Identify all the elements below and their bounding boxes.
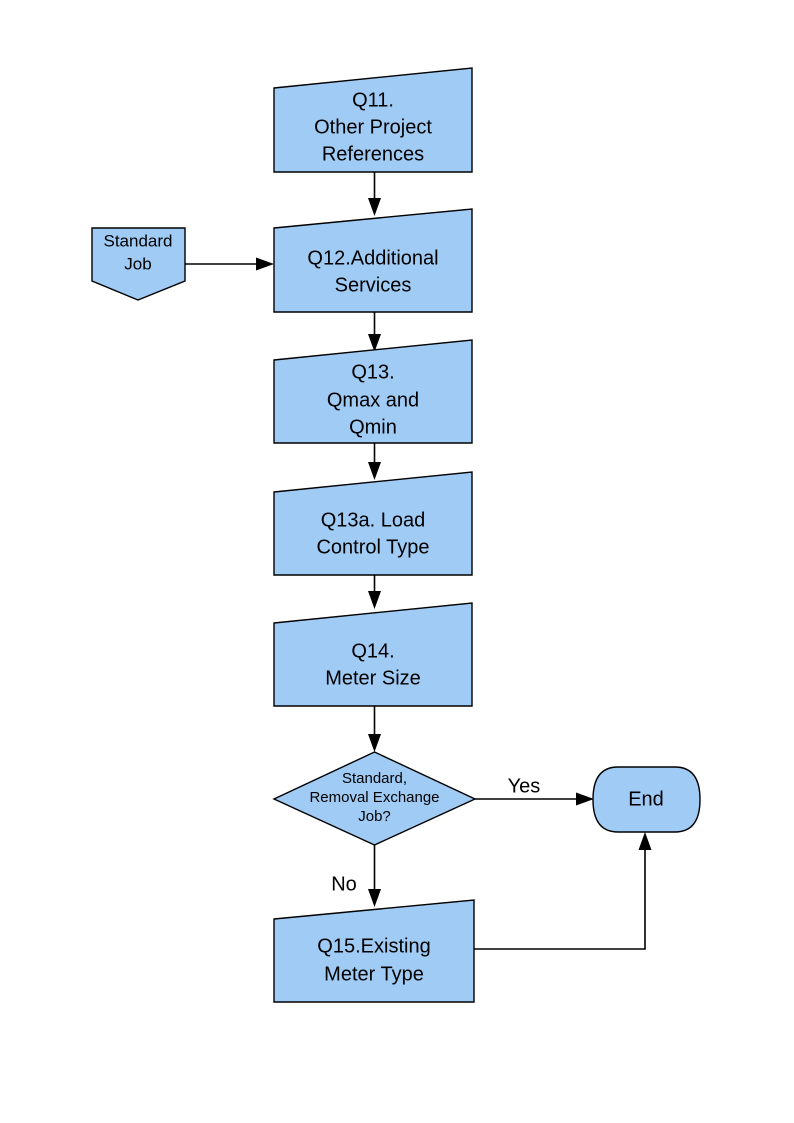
edge-q12-to-q13: [368, 312, 381, 352]
node-end-line-0: End: [628, 788, 664, 810]
node-q11-line-0: Q11.: [352, 89, 394, 111]
node-decision-line-0: Standard,: [342, 770, 407, 787]
node-q13-shape[interactable]: [273, 339, 473, 444]
edge-q15-to-end: [474, 832, 652, 950]
node-end[interactable]: End: [592, 766, 701, 833]
node-q13[interactable]: Q13. Qmax and Qmin: [273, 339, 473, 444]
node-end-shape[interactable]: [592, 766, 701, 833]
node-q12-shape[interactable]: [273, 208, 473, 313]
edge-q13-to-q13a: [368, 443, 381, 480]
node-q12-line-1: Services: [335, 274, 412, 296]
node-standard-job-line-0: Standard: [104, 231, 173, 250]
node-q14-line-0: Q14.: [351, 640, 394, 662]
edge-q13a-to-q14: [368, 575, 381, 609]
edge-standard-job-to-q12: [185, 257, 274, 271]
edge-decision-to-end: [475, 792, 594, 806]
node-q15-shape[interactable]: [273, 899, 475, 1003]
node-standard-job[interactable]: Standard Job: [91, 227, 186, 301]
node-decision-shape[interactable]: [272, 751, 477, 846]
edge-decision-to-q15: [368, 845, 381, 907]
node-q14-line-1: Meter Size: [325, 667, 421, 689]
node-q15[interactable]: Q15.Existing Meter Type: [273, 899, 475, 1003]
node-standard-job-shape[interactable]: [91, 227, 186, 301]
edge-q14-to-decision: [368, 706, 381, 752]
node-q12-line-0: Q12.Additional: [307, 247, 438, 269]
node-q11[interactable]: Q11. Other Project References: [273, 67, 473, 173]
node-q13-line-2: Qmin: [349, 416, 397, 438]
node-decision-line-2: Job?: [358, 808, 391, 825]
node-q14-shape[interactable]: [273, 602, 473, 707]
node-decision[interactable]: Standard, Removal Exchange Job?: [272, 751, 477, 846]
node-decision-line-1: Removal Exchange: [309, 789, 439, 806]
node-q14[interactable]: Q14. Meter Size: [273, 602, 473, 707]
node-q11-shape[interactable]: [273, 67, 473, 173]
node-q13-line-1: Qmax and: [327, 389, 419, 411]
node-q11-line-1: Other Project: [314, 116, 432, 138]
node-q13-line-0: Q13.: [351, 361, 394, 383]
node-standard-job-line-1: Job: [124, 254, 151, 273]
node-q12[interactable]: Q12.Additional Services: [273, 208, 473, 313]
edge-label-no: No: [331, 873, 357, 895]
node-q15-line-0: Q15.Existing: [317, 935, 430, 957]
node-q13a-shape[interactable]: [273, 471, 473, 576]
edge-q11-to-q12: [368, 172, 381, 216]
node-q13a[interactable]: Q13a. Load Control Type: [273, 471, 473, 576]
edge-label-yes: Yes: [508, 775, 541, 797]
node-q11-line-2: References: [322, 143, 424, 165]
node-q15-line-1: Meter Type: [324, 963, 424, 985]
node-q13a-line-0: Q13a. Load: [321, 509, 426, 531]
node-q13a-line-1: Control Type: [316, 536, 429, 558]
